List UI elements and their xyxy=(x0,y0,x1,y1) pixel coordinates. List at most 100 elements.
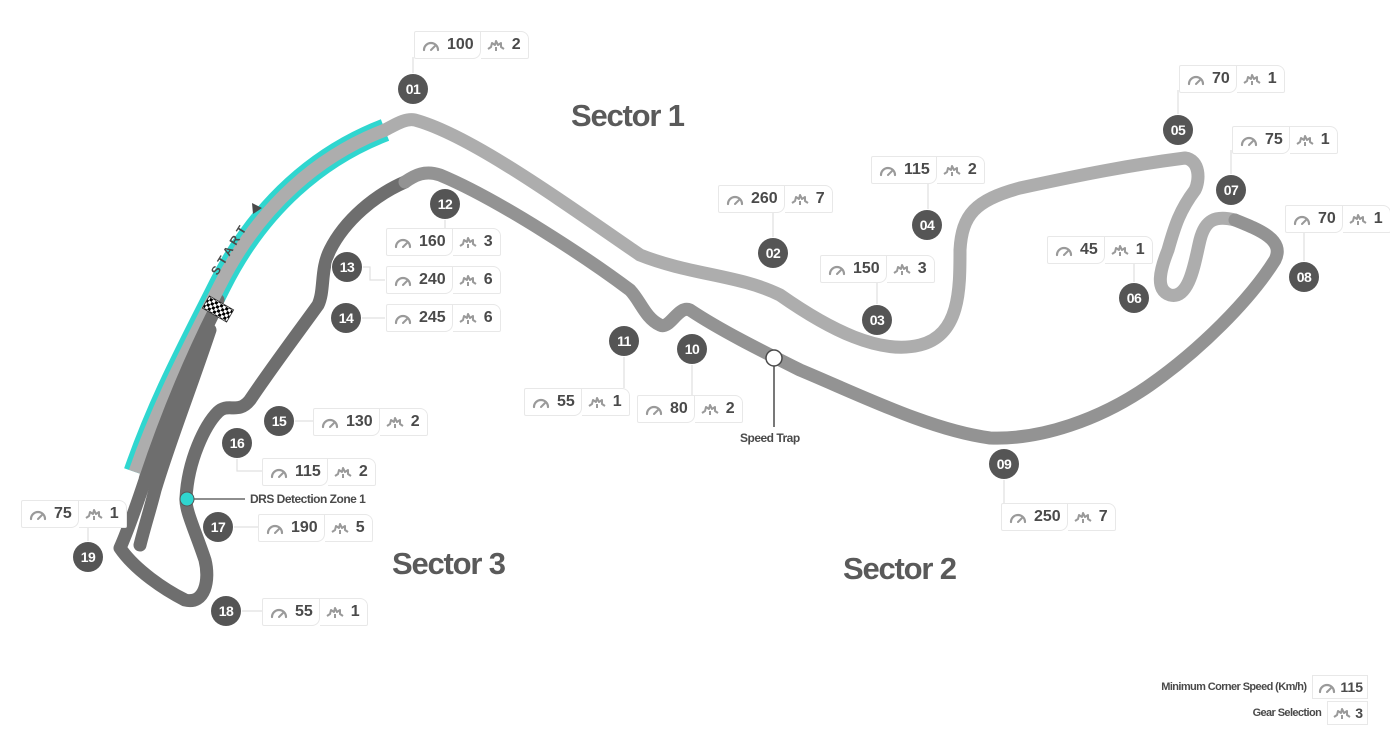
gear-icon xyxy=(893,264,911,275)
min-speed-value: 115 xyxy=(904,161,930,178)
min-speed-cell: 80 xyxy=(637,395,695,423)
turn-badge-02: 02 xyxy=(758,238,788,268)
legend-speed: Minimum Corner Speed (Km/h) 115 xyxy=(1161,675,1368,699)
speedometer-icon xyxy=(532,398,550,409)
gear-value: 1 xyxy=(1320,131,1330,148)
speedometer-icon xyxy=(879,166,897,177)
gear-cell: 1 xyxy=(1236,65,1285,93)
gear-value: 1 xyxy=(350,603,360,620)
speedometer-icon xyxy=(321,418,339,429)
speed-trap-marker xyxy=(765,349,783,367)
speedometer-icon xyxy=(828,265,846,276)
gear-icon xyxy=(334,467,352,478)
turn-badge-12: 12 xyxy=(430,189,460,219)
gear-cell: 7 xyxy=(1067,503,1116,531)
turn-badge-08: 08 xyxy=(1289,262,1319,292)
min-speed-cell: 150 xyxy=(820,255,887,283)
min-speed-value: 160 xyxy=(419,233,446,250)
speedometer-icon xyxy=(266,524,284,535)
speedometer-icon xyxy=(1055,246,1073,257)
gear-cell: 6 xyxy=(452,266,501,294)
gear-cell: 1 xyxy=(319,598,368,626)
speedometer-icon xyxy=(422,41,440,52)
corner-info-13: 240 6 xyxy=(386,266,501,294)
gear-icon xyxy=(943,165,961,176)
turn-badge-10: 10 xyxy=(677,334,707,364)
min-speed-value: 245 xyxy=(419,309,446,326)
min-speed-cell: 190 xyxy=(258,514,325,542)
gear-icon xyxy=(487,40,505,51)
turn-badge-07: 07 xyxy=(1216,175,1246,205)
gear-icon xyxy=(1333,708,1351,719)
gear-cell: 3 xyxy=(452,228,501,256)
turn-badge-14: 14 xyxy=(331,303,361,333)
min-speed-value: 70 xyxy=(1212,70,1230,87)
gear-value: 1 xyxy=(612,393,622,410)
speedometer-icon xyxy=(1293,215,1311,226)
min-speed-value: 115 xyxy=(295,463,321,480)
corner-info-14: 245 6 xyxy=(386,304,501,332)
start-arrow-icon xyxy=(252,203,262,214)
min-speed-cell: 240 xyxy=(386,266,453,294)
min-speed-value: 55 xyxy=(295,603,313,620)
gear-cell: 1 xyxy=(78,500,127,528)
gear-value: 6 xyxy=(483,271,493,288)
turn-badge-06: 06 xyxy=(1119,283,1149,313)
gear-cell: 7 xyxy=(784,185,833,213)
min-speed-cell: 75 xyxy=(1232,126,1290,154)
gear-value: 1 xyxy=(109,505,119,522)
gear-cell: 3 xyxy=(886,255,935,283)
min-speed-value: 130 xyxy=(346,413,373,430)
gear-value: 2 xyxy=(725,400,735,417)
gear-value: 1 xyxy=(1373,210,1383,227)
legend-speed-box: 115 xyxy=(1312,675,1368,699)
gear-value: 7 xyxy=(815,190,825,207)
min-speed-cell: 245 xyxy=(386,304,453,332)
gear-value: 1 xyxy=(1135,241,1145,258)
gear-cell: 5 xyxy=(324,514,373,542)
turn-badge-13: 13 xyxy=(332,252,362,282)
speedometer-icon xyxy=(1240,136,1258,147)
corner-info-05: 70 1 xyxy=(1179,65,1285,93)
gear-cell: 2 xyxy=(480,31,529,59)
legend-gear-value: 3 xyxy=(1355,705,1363,721)
turn-badge-15: 15 xyxy=(264,406,294,436)
speedometer-icon xyxy=(1187,75,1205,86)
gear-icon xyxy=(1296,135,1314,146)
corner-info-10: 80 2 xyxy=(637,395,743,423)
gear-icon xyxy=(331,523,349,534)
turn-badge-09: 09 xyxy=(989,449,1019,479)
speedometer-icon xyxy=(726,195,744,206)
min-speed-cell: 130 xyxy=(313,408,380,436)
speedometer-icon xyxy=(394,314,412,325)
corner-info-18: 55 1 xyxy=(262,598,368,626)
gear-cell: 6 xyxy=(452,304,501,332)
sector-2-label: Sector 2 xyxy=(843,551,957,586)
turn-badge-19: 19 xyxy=(73,542,103,572)
legend-gear-box: 3 xyxy=(1327,701,1368,725)
gear-cell: 1 xyxy=(1342,205,1390,233)
corner-info-04: 115 2 xyxy=(871,156,985,184)
gear-icon xyxy=(1243,74,1261,85)
min-speed-cell: 55 xyxy=(262,598,320,626)
drs-detection-label: DRS Detection Zone 1 xyxy=(250,492,366,506)
gear-icon xyxy=(1349,214,1367,225)
min-speed-value: 55 xyxy=(557,393,575,410)
min-speed-cell: 115 xyxy=(262,458,328,486)
gear-cell: 2 xyxy=(936,156,985,184)
speedometer-icon xyxy=(270,608,288,619)
turn-badge-17: 17 xyxy=(203,512,233,542)
gear-icon xyxy=(588,397,606,408)
gear-value: 2 xyxy=(511,36,521,53)
gear-value: 3 xyxy=(483,233,493,250)
corner-info-07: 75 1 xyxy=(1232,126,1338,154)
gear-icon xyxy=(326,607,344,618)
